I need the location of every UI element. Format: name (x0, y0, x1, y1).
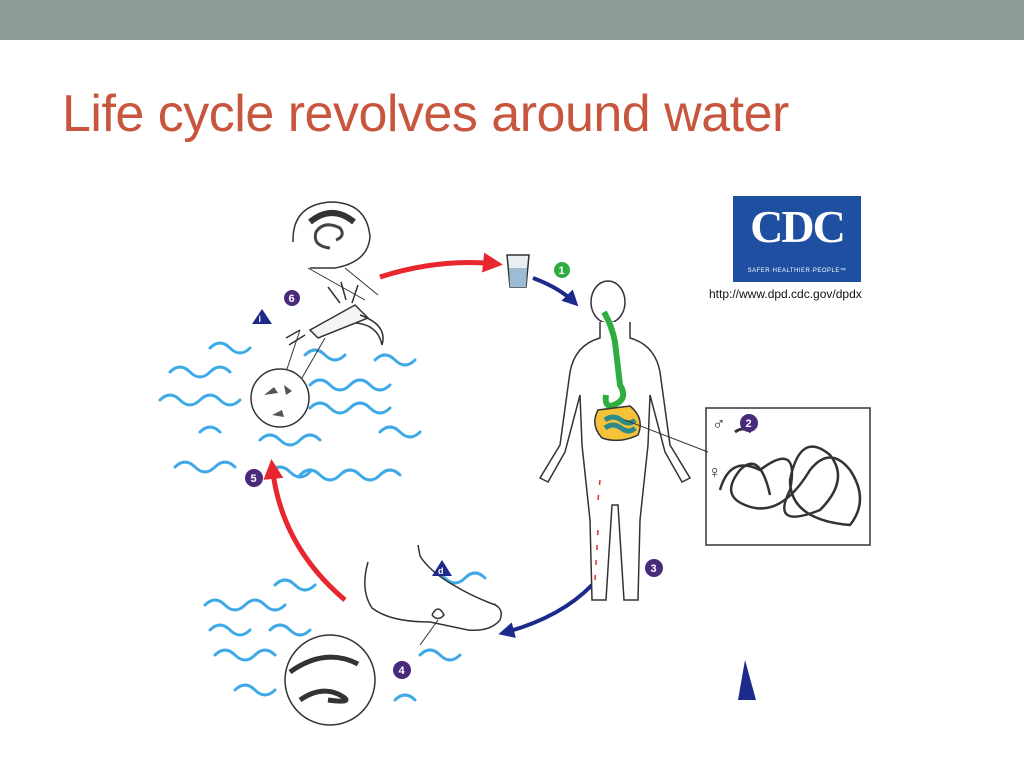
svg-text:6: 6 (289, 293, 295, 305)
arrow-water-to-human (532, 276, 579, 307)
stage-marker-3: 3 (645, 559, 663, 577)
svg-text:3: 3 (651, 563, 657, 575)
cdc-tagline: SAFER·HEALTHIER·PEOPLE™ (747, 268, 847, 274)
svg-text:d: d (438, 566, 444, 576)
svg-text:4: 4 (399, 665, 406, 677)
digestive-tract (601, 310, 627, 409)
worm-icon (718, 445, 862, 527)
svg-text:5: 5 (251, 473, 257, 485)
larva-zoom-circle (292, 201, 379, 301)
top-bar (0, 0, 1024, 40)
stage-marker-5: 5 (245, 469, 263, 487)
stage-marker-6: 6 (284, 290, 300, 306)
arrow-copepod-to-water (379, 252, 503, 280)
arrow-human-to-foot (498, 583, 594, 638)
svg-text:i: i (259, 314, 262, 324)
female-symbol-icon: ♀ (708, 462, 722, 482)
svg-text:1: 1 (559, 265, 565, 277)
coiled-larva-icon (313, 223, 344, 250)
cdc-url: http://www.dpd.cdc.gov/dpdx (709, 287, 862, 301)
stage-marker-2: 2 (740, 414, 758, 432)
adult-worms-box: ♂ ♀ (705, 407, 871, 546)
svg-text:2: 2 (746, 418, 752, 430)
human-figure (538, 280, 692, 601)
water-glass-icon (506, 254, 530, 288)
blister-icon (431, 608, 445, 620)
copepod-icon (285, 281, 384, 346)
copepods-zoom-circle (250, 368, 310, 428)
water-waves-bottom (203, 571, 497, 702)
stage-marker-1: 1 (554, 262, 570, 278)
stage-marker-4: 4 (393, 661, 411, 679)
male-symbol-icon: ♂ (712, 414, 726, 434)
water-waves-top (158, 341, 422, 482)
foot (364, 544, 502, 646)
info-triangle-icon: i d (252, 309, 756, 700)
cdc-logo-text: CDC (750, 201, 846, 252)
emerging-larvae-circle (284, 634, 376, 726)
cdc-logo: CDC SAFER·HEALTHIER·PEOPLE™ (733, 196, 861, 282)
slide-title: Life cycle revolves around water (62, 85, 789, 143)
arrow-foot-to-water (263, 459, 347, 602)
